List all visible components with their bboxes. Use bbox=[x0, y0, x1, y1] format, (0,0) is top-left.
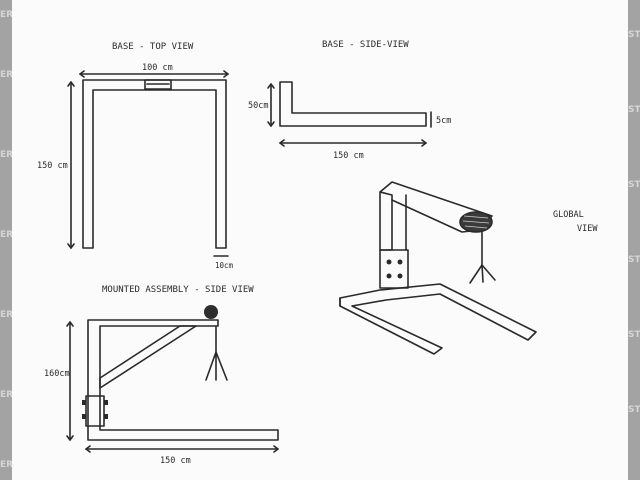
assembly-mount-bracket bbox=[85, 395, 105, 427]
watermark-fragment: ER bbox=[0, 460, 12, 470]
side-view-profile bbox=[279, 81, 427, 127]
side-height-dim-label: 50cm bbox=[248, 101, 268, 111]
assembly-length-dim-label: 150 cm bbox=[160, 456, 191, 466]
global-column-upper bbox=[379, 191, 393, 251]
watermark-fragment: ST bbox=[628, 180, 640, 190]
global-view: GLOBAL VIEW bbox=[339, 181, 598, 355]
spool-icon bbox=[204, 305, 218, 319]
tripod-icon bbox=[205, 351, 228, 381]
assembly-frame bbox=[87, 319, 279, 441]
assembly-length-arrowheads bbox=[85, 445, 279, 453]
bolt-icon bbox=[82, 400, 86, 405]
bolt-icon bbox=[397, 273, 403, 279]
top-view-frame bbox=[82, 79, 227, 249]
bolt-icon bbox=[82, 414, 86, 419]
top-width-arrowheads bbox=[79, 70, 229, 78]
watermark-fragment: ER bbox=[0, 70, 12, 80]
watermark-fragment: ER bbox=[0, 310, 12, 320]
top-width-dim-label: 100 cm bbox=[142, 63, 173, 73]
sketch-paper: BASE - TOP VIEW 100 cm 150 cm 10cm BASE … bbox=[12, 0, 628, 480]
watermark-fragment: ST bbox=[628, 105, 640, 115]
bolt-icon bbox=[386, 259, 392, 265]
right-border-strip: ST ST ST ST ST ST bbox=[628, 0, 640, 480]
watermark-fragment: ST bbox=[628, 405, 640, 415]
global-view-title-line1: GLOBAL bbox=[553, 210, 584, 220]
assembly-height-arrowheads bbox=[66, 321, 74, 441]
left-border-strip: ER ER ER ER ER ER ER bbox=[0, 0, 12, 480]
watermark-fragment: ER bbox=[0, 10, 12, 20]
bolt-icon bbox=[397, 259, 403, 265]
global-base-frame bbox=[339, 283, 537, 355]
top-tube-dim-label: 10cm bbox=[215, 261, 234, 270]
watermark-fragment: ST bbox=[628, 255, 640, 265]
global-view-title-line2: VIEW bbox=[577, 224, 598, 234]
assembly-brace bbox=[99, 325, 197, 389]
assembly-title: MOUNTED ASSEMBLY - SIDE VIEW bbox=[102, 285, 254, 295]
bolt-icon bbox=[104, 400, 108, 405]
mounted-assembly-side-view: MOUNTED ASSEMBLY - SIDE VIEW 160cm 150 c… bbox=[44, 285, 279, 466]
top-length-dim-label: 150 cm bbox=[37, 161, 68, 171]
side-view-title: BASE - SIDE-VIEW bbox=[322, 40, 409, 50]
side-length-dim-label: 150 cm bbox=[333, 151, 364, 161]
top-view-bracket bbox=[144, 79, 172, 90]
engineering-sketch: BASE - TOP VIEW 100 cm 150 cm 10cm BASE … bbox=[37, 40, 598, 466]
top-length-arrowheads bbox=[67, 81, 75, 249]
spool-hatching bbox=[462, 215, 490, 229]
tripod-icon bbox=[469, 264, 496, 284]
top-view-title: BASE - TOP VIEW bbox=[112, 42, 194, 52]
watermark-fragment: ER bbox=[0, 230, 12, 240]
watermark-fragment: ST bbox=[628, 30, 640, 40]
watermark-fragment: ER bbox=[0, 390, 12, 400]
global-mount-plate bbox=[379, 249, 409, 289]
base-top-view: BASE - TOP VIEW 100 cm 150 cm 10cm bbox=[37, 42, 234, 270]
watermark-fragment: ER bbox=[0, 150, 12, 160]
side-thickness-dim-label: 5cm bbox=[436, 116, 451, 126]
side-height-arrowheads bbox=[267, 83, 275, 127]
assembly-height-dim-label: 160cm bbox=[44, 369, 70, 379]
bolt-icon bbox=[104, 414, 108, 419]
watermark-fragment: ST bbox=[628, 330, 640, 340]
bolt-icon bbox=[386, 273, 392, 279]
base-side-view: BASE - SIDE-VIEW 50cm 5cm 150 cm bbox=[248, 40, 451, 161]
side-length-arrowheads bbox=[279, 139, 427, 147]
